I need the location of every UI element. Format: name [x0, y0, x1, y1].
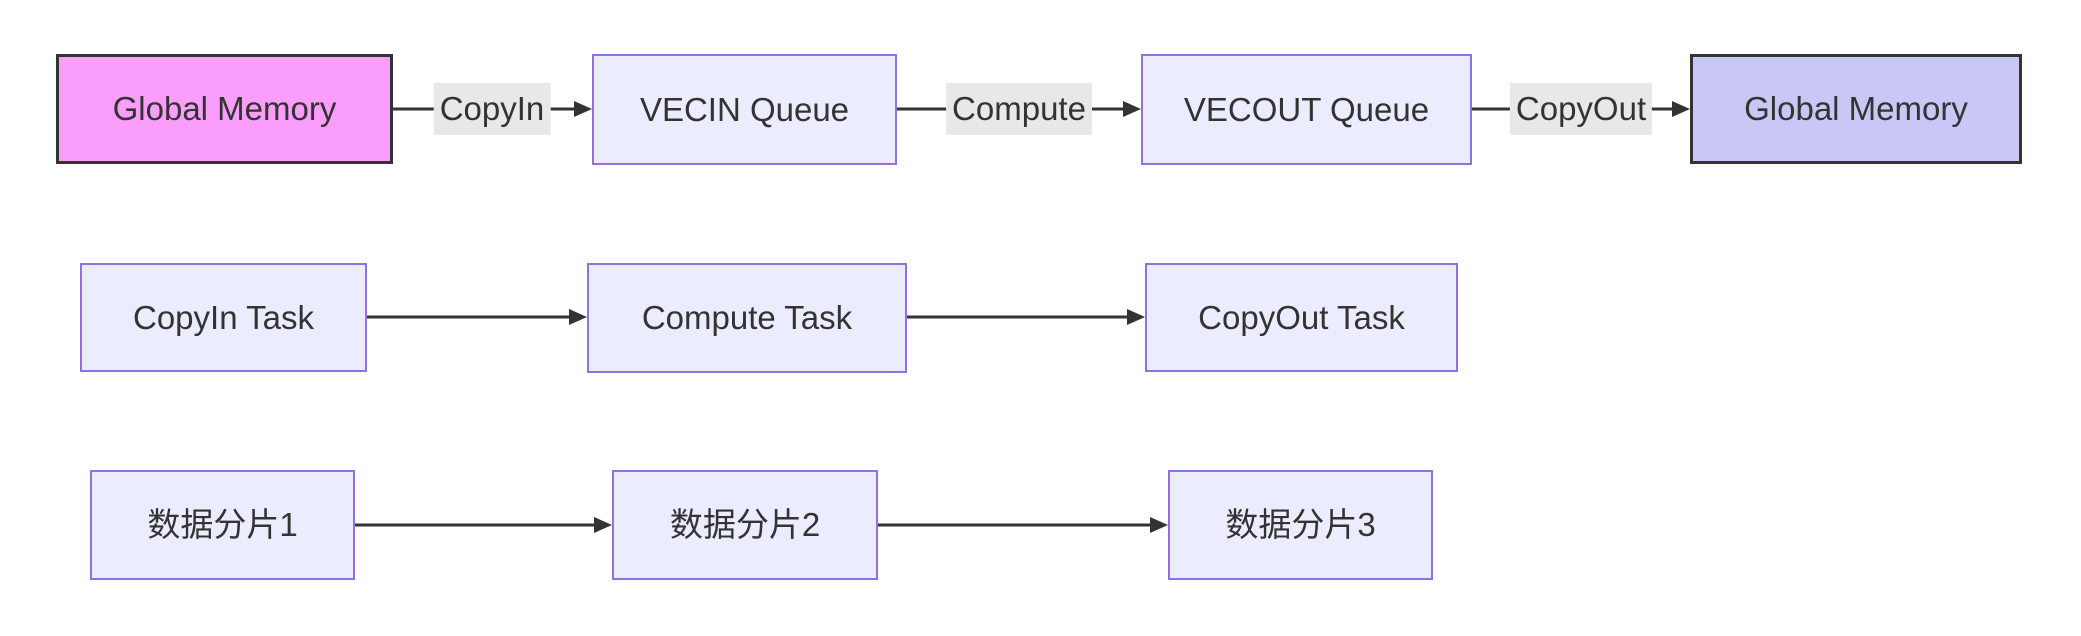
arrow-copyout-head — [1672, 101, 1690, 117]
node-vecin-queue: VECIN Queue — [592, 54, 897, 165]
node-compute-task: Compute Task — [587, 263, 907, 373]
arrow-slice2-head — [1150, 517, 1168, 533]
node-vecout-queue: VECOUT Queue — [1141, 54, 1472, 165]
node-data-slice-1: 数据分片1 — [90, 470, 355, 580]
node-global-memory-right: Global Memory — [1690, 54, 2022, 164]
arrow-slice1-head — [594, 517, 612, 533]
arrow-copyin-head — [574, 101, 592, 117]
node-global-memory-left: Global Memory — [56, 54, 393, 164]
edge-label-compute: Compute — [946, 82, 1092, 136]
node-data-slice-3: 数据分片3 — [1168, 470, 1433, 580]
arrow-task2-head — [1127, 309, 1145, 325]
arrow-task1-head — [569, 309, 587, 325]
node-copyin-task: CopyIn Task — [80, 263, 367, 372]
edge-label-copyin: CopyIn — [433, 82, 551, 136]
arrow-compute-head — [1123, 101, 1141, 117]
node-copyout-task: CopyOut Task — [1145, 263, 1458, 372]
node-data-slice-2: 数据分片2 — [612, 470, 878, 580]
edge-label-copyout: CopyOut — [1509, 82, 1653, 136]
